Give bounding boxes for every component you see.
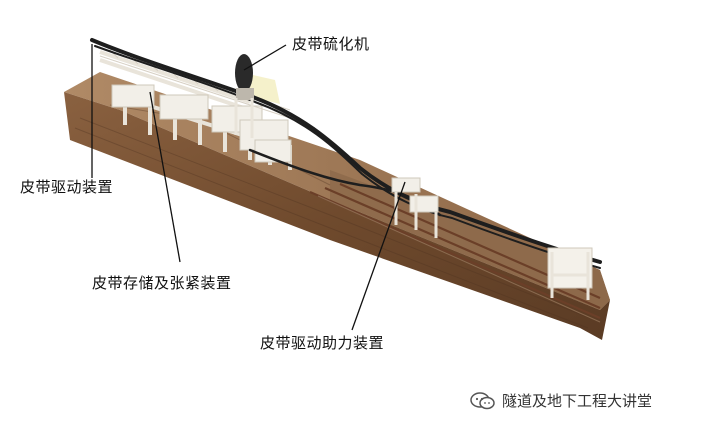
vulcanizer-machine (234, 54, 254, 138)
leader-storage (149, 91, 181, 263)
leader-booster (351, 181, 406, 331)
tail-end-frame (547, 247, 593, 300)
label-booster: 皮带驱动助力装置 (260, 334, 385, 352)
leader-vulcanizer (243, 44, 287, 71)
ground-front-face (64, 92, 610, 340)
wechat-icon (470, 391, 495, 409)
ground-terrain (64, 72, 610, 340)
booster-drive-unit (391, 177, 439, 238)
label-storage: 皮带存储及张紧装置 (92, 274, 232, 292)
leader-lines (91, 44, 406, 331)
label-vulcanizer: 皮带硫化机 (292, 35, 370, 53)
label-drive: 皮带驱动装置 (20, 178, 114, 196)
watermark: 隧道及地下工程大讲堂 (470, 390, 652, 411)
watermark-text: 隧道及地下工程大讲堂 (502, 392, 653, 410)
